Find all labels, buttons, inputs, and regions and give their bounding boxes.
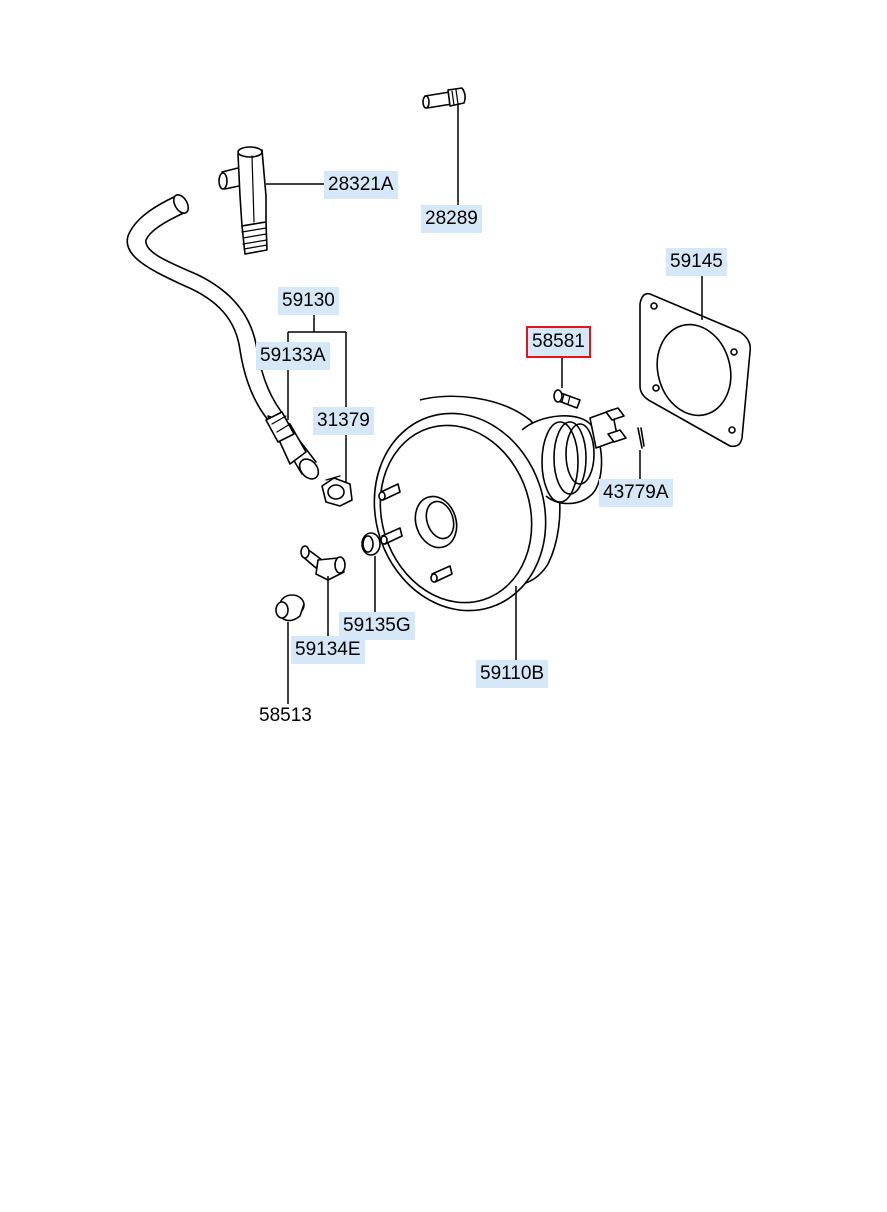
tee-fitting-28321A-drawing <box>218 146 268 255</box>
gasket-59145-drawing <box>639 292 752 448</box>
check-valve-59134E-drawing <box>300 545 346 581</box>
bolt-58581-drawing <box>553 389 581 409</box>
part-label-59135G[interactable]: 59135G <box>339 612 415 640</box>
part-label-59130[interactable]: 59130 <box>278 287 339 315</box>
pin-43779A-drawing <box>637 427 645 449</box>
vacuum-hose-59130-drawing <box>126 194 320 480</box>
part-label-59110B[interactable]: 59110B <box>476 660 549 688</box>
grommet-58513-drawing <box>275 594 305 622</box>
clip-31379-drawing <box>321 475 353 507</box>
leader-lines <box>266 104 703 704</box>
part-label-43779A[interactable]: 43779A <box>599 479 673 507</box>
part-label-59134E[interactable]: 59134E <box>291 636 365 664</box>
part-label-59133A[interactable]: 59133A <box>256 342 330 370</box>
part-label-28321A[interactable]: 28321A <box>324 171 398 199</box>
pipe-fitting-28289-drawing <box>422 87 466 109</box>
part-label-28289[interactable]: 28289 <box>421 205 482 233</box>
part-label-58581[interactable]: 58581 <box>526 326 591 358</box>
part-label-58513: 58513 <box>259 705 312 726</box>
seal-59135G-drawing <box>361 532 381 556</box>
part-label-31379[interactable]: 31379 <box>313 407 374 435</box>
part-label-59145[interactable]: 59145 <box>666 248 727 276</box>
brake-booster-59110B-drawing <box>373 395 627 612</box>
